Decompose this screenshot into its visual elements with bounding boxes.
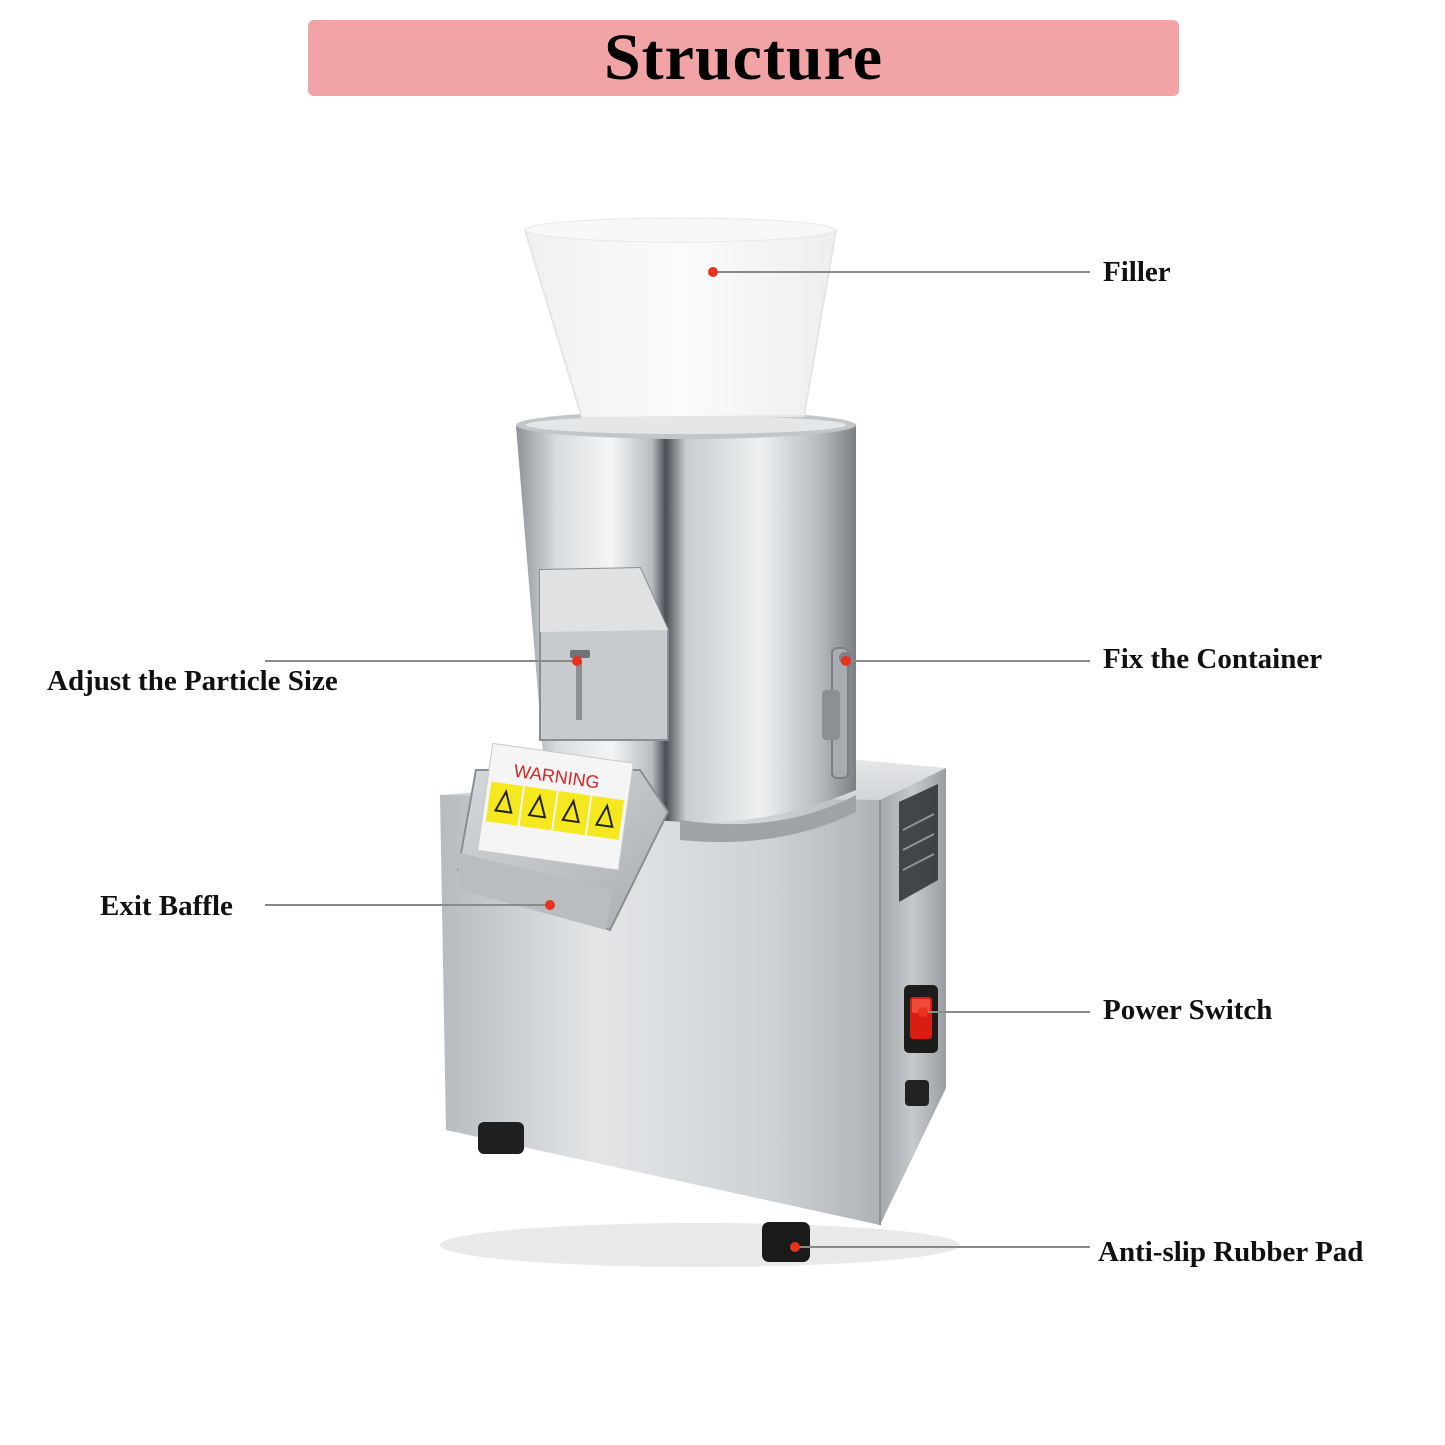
callout-dot-power-switch (918, 1007, 928, 1017)
foot-front-left (478, 1122, 524, 1154)
warning-label: WARNING (477, 742, 634, 871)
callout-dot-fix-container (841, 656, 851, 666)
callout-dot-exit-baffle (545, 900, 555, 910)
label-exit-baffle: Exit Baffle (100, 890, 233, 922)
power-switch-icon (904, 985, 938, 1053)
foot-front-right (762, 1222, 810, 1262)
label-fix-container: Fix the Container (1103, 643, 1323, 675)
callout-dot-adjust-particle (572, 656, 582, 666)
title-banner: Structure (308, 20, 1179, 96)
callout-lines (265, 271, 1090, 1248)
callout-dots (545, 267, 928, 1252)
page-title: Structure (603, 21, 884, 94)
foot-back-right (905, 1080, 929, 1106)
label-adjust-particle: Adjust the Particle Size (47, 665, 338, 697)
rubber-feet (478, 1080, 929, 1262)
callout-dot-filler (708, 267, 718, 277)
label-rubber-pad: Anti-slip Rubber Pad (1098, 1236, 1364, 1268)
callout-dot-rubber-pad (790, 1242, 800, 1252)
label-filler: Filler (1103, 256, 1171, 288)
floor-shadow (440, 1223, 960, 1267)
container-latch (822, 647, 851, 779)
filler-funnel (523, 217, 838, 420)
particle-adjust-plate (539, 566, 669, 741)
label-power-switch: Power Switch (1103, 994, 1273, 1026)
exit-baffle: WARNING (456, 742, 670, 932)
